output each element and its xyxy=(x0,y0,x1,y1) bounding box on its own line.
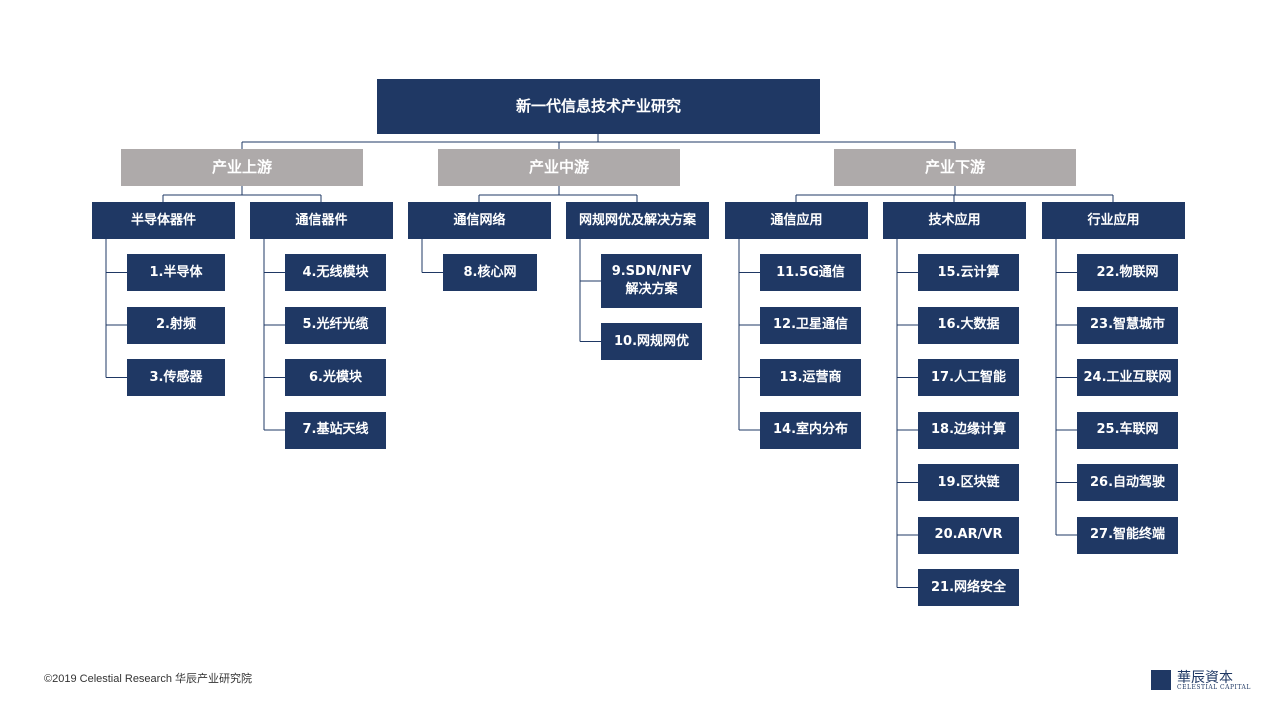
category-box-label: 通信应用 xyxy=(770,212,823,228)
leaf-box: 17.人工智能 xyxy=(918,359,1019,396)
leaf-box-label: 20.AR/VR xyxy=(934,527,1003,543)
category-box: 通信应用 xyxy=(725,202,868,239)
leaf-box-label: 6.光模块 xyxy=(309,369,362,385)
leaf-box-label: 15.云计算 xyxy=(937,264,1000,280)
leaf-box-label: 27.智能终端 xyxy=(1089,527,1166,543)
leaf-box-label: 21.网络安全 xyxy=(930,579,1007,595)
leaf-box-label: 11.5G通信 xyxy=(776,264,845,280)
category-box: 网规网优及解决方案 xyxy=(566,202,709,239)
leaf-box-label: 9.SDN/NFV 解决方案 xyxy=(611,264,692,297)
category-box-label: 技术应用 xyxy=(928,212,981,228)
leaf-box-label: 25.车联网 xyxy=(1096,422,1159,438)
logo-name: 華辰資本 xyxy=(1177,670,1233,686)
category-box: 行业应用 xyxy=(1042,202,1185,239)
stage-box-3: 产业下游 xyxy=(834,149,1076,186)
stage-box-1-label: 产业上游 xyxy=(211,158,272,177)
leaf-box-label: 12.卫星通信 xyxy=(772,317,849,333)
leaf-box-label: 26.自动驾驶 xyxy=(1089,474,1166,490)
category-box-label: 半导体器件 xyxy=(130,212,196,228)
leaf-box: 6.光模块 xyxy=(285,359,386,396)
stage-box-3-label: 产业下游 xyxy=(924,158,985,177)
leaf-box: 12.卫星通信 xyxy=(760,306,861,344)
leaf-box: 3.传感器 xyxy=(127,359,225,396)
leaf-box-label: 24.工业互联网 xyxy=(1083,369,1172,385)
leaf-box: 21.网络安全 xyxy=(918,569,1019,606)
category-box: 通信器件 xyxy=(250,202,393,239)
leaf-box: 24.工业互联网 xyxy=(1077,359,1178,396)
leaf-box: 22.物联网 xyxy=(1077,254,1178,291)
leaf-box: 15.云计算 xyxy=(918,254,1019,291)
leaf-box: 11.5G通信 xyxy=(760,254,861,291)
category-box-label: 网规网优及解决方案 xyxy=(578,212,696,228)
leaf-box: 14.室内分布 xyxy=(760,411,861,449)
leaf-box-label: 1.半导体 xyxy=(149,264,203,280)
leaf-box: 26.自动驾驶 xyxy=(1077,464,1178,501)
category-box-label: 通信网络 xyxy=(453,212,506,228)
logo-subtitle: CELESTIAL CAPITAL xyxy=(1177,684,1251,691)
stage-box-2-label: 产业中游 xyxy=(528,158,589,177)
category-box-label: 行业应用 xyxy=(1087,212,1140,228)
stage-box-1: 产业上游 xyxy=(121,149,363,186)
stage-box-2: 产业中游 xyxy=(438,149,680,186)
category-box: 通信网络 xyxy=(408,202,551,239)
category-box: 技术应用 xyxy=(883,202,1026,239)
leaf-box-label: 10.网规网优 xyxy=(613,333,690,349)
leaf-box-label: 14.室内分布 xyxy=(772,422,849,438)
leaf-box: 7.基站天线 xyxy=(285,411,386,449)
leaf-box: 27.智能终端 xyxy=(1077,516,1178,554)
category-box: 半导体器件 xyxy=(92,202,235,239)
leaf-box: 20.AR/VR xyxy=(918,516,1019,554)
leaf-box-label: 17.人工智能 xyxy=(930,369,1007,385)
leaf-box: 4.无线模块 xyxy=(285,254,386,291)
diagram-title: 新一代信息技术产业研究 xyxy=(377,79,820,134)
leaf-box-label: 18.边缘计算 xyxy=(930,422,1007,438)
leaf-box: 1.半导体 xyxy=(127,254,225,291)
logo-icon xyxy=(1151,670,1171,690)
leaf-box-label: 8.核心网 xyxy=(463,264,517,280)
leaf-box: 8.核心网 xyxy=(443,254,537,291)
leaf-box-label: 22.物联网 xyxy=(1096,264,1159,280)
leaf-box-label: 4.无线模块 xyxy=(302,264,369,280)
leaf-box-label: 19.区块链 xyxy=(937,474,1000,490)
leaf-box: 16.大数据 xyxy=(918,306,1019,344)
leaf-box-label: 3.传感器 xyxy=(149,369,203,385)
leaf-box: 5.光纤光缆 xyxy=(285,306,386,344)
diagram-title-label: 新一代信息技术产业研究 xyxy=(515,97,681,116)
leaf-box: 23.智慧城市 xyxy=(1077,306,1178,344)
category-box-label: 通信器件 xyxy=(295,212,348,228)
leaf-box: 18.边缘计算 xyxy=(918,411,1019,449)
leaf-box-label: 13.运营商 xyxy=(779,369,842,385)
leaf-box: 13.运营商 xyxy=(760,359,861,396)
leaf-box: 25.车联网 xyxy=(1077,411,1178,449)
leaf-box: 9.SDN/NFV 解决方案 xyxy=(601,254,702,308)
leaf-box-label: 23.智慧城市 xyxy=(1089,317,1166,333)
leaf-box-label: 16.大数据 xyxy=(937,317,1000,333)
leaf-box: 10.网规网优 xyxy=(601,323,702,360)
leaf-box: 19.区块链 xyxy=(918,464,1019,501)
leaf-box: 2.射频 xyxy=(127,306,225,344)
leaf-box-label: 2.射频 xyxy=(156,317,196,333)
leaf-box-label: 5.光纤光缆 xyxy=(302,317,369,333)
footer-copyright: ©2019 Celestial Research 华辰产业研究院 xyxy=(44,673,253,685)
leaf-box-label: 7.基站天线 xyxy=(302,422,369,438)
